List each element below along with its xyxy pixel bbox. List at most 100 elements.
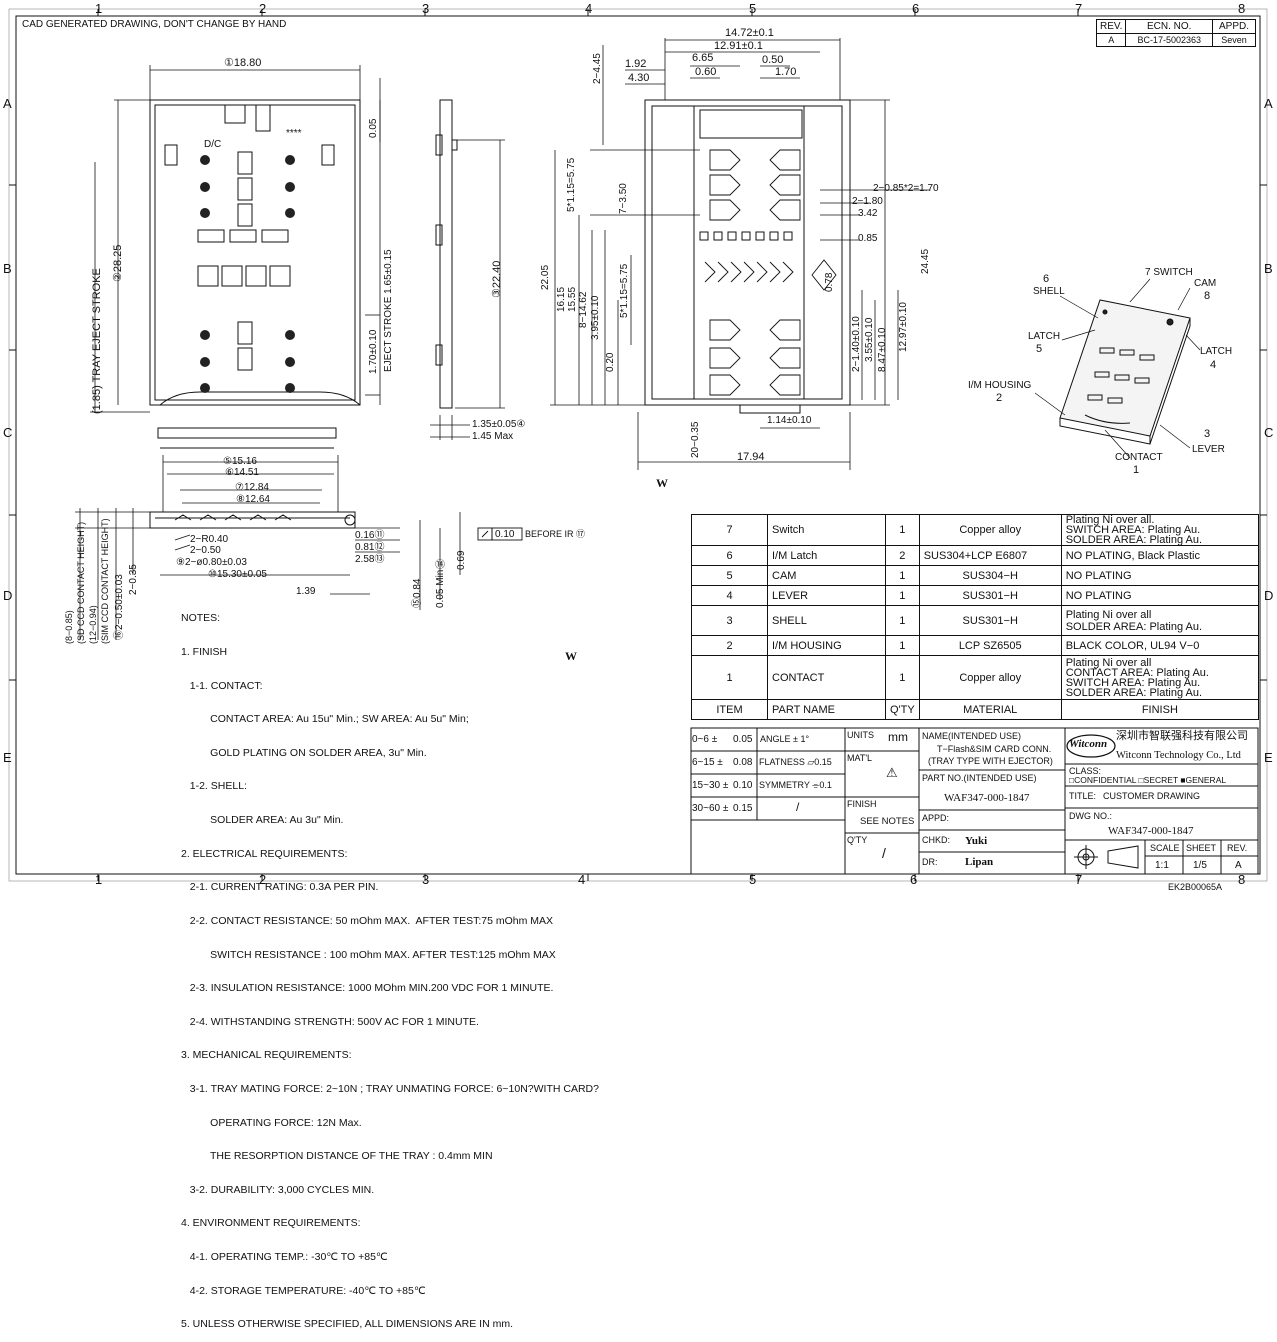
dim-0-81: 0.81⑫ (355, 542, 385, 553)
tol-range-0: 0~6 ± (692, 734, 718, 745)
bom-header-part-name: PART NAME (767, 699, 886, 720)
dim-1-39: 1.39 (296, 586, 316, 597)
note-line: 3. MECHANICAL REQUIREMENTS: (181, 1049, 352, 1062)
iso-num-housing: 2 (996, 392, 1003, 404)
dim-0-16: 0.16⑪ (355, 530, 385, 541)
bom-finish-line: Plating Ni over all (1065, 656, 1152, 669)
units-value: mm (888, 730, 908, 744)
grid-col-4-bottom: 4 (578, 872, 586, 887)
iso-label-housing: I/M HOUSING (968, 380, 1032, 391)
drawing-frame (8, 8, 1268, 882)
note-line: SOLDER AREA: Au 3u" Min. (181, 814, 344, 827)
tol-value-0: 0.05 (733, 734, 753, 745)
bom-header-qty: Q'TY (885, 699, 920, 720)
bom-finish-line: SOLDER AREA: Plating Au. (1065, 620, 1203, 633)
bom-part-name: I/M HOUSING (767, 635, 886, 656)
dwg-value: WAF347-000-1847 (1108, 825, 1194, 837)
part-value: WAF347-000-1847 (944, 792, 1030, 804)
dim-2-phi-0-80: ⑨2−ø0.80±0.03 (176, 557, 247, 568)
iso-label-contact: CONTACT (1115, 452, 1163, 463)
bom-finish-line: SOLDER AREA: Plating Au. (1065, 686, 1203, 699)
note-line: 4-2. STORAGE TEMPERATURE: -40℃ TO +85℃ (181, 1284, 426, 1297)
dim-1-45: 1.45 Max (472, 431, 514, 442)
bom-finish-line: Plating Ni over all (1065, 608, 1152, 621)
note-line: 1-2. SHELL: (181, 780, 247, 793)
dim-2-0-85: 2−0.85*2=1.70 (873, 183, 939, 194)
note-line: 2-3. INSULATION RESISTANCE: 1000 MOhm MI… (181, 982, 554, 995)
title-block-grid (690, 727, 1259, 875)
tol-value-1: 0.08 (733, 757, 753, 768)
grid-col-7: 7 (1075, 1, 1083, 16)
grid-col-1: 1 (95, 1, 103, 16)
tol-range-2: 15~30 ± (692, 780, 729, 791)
dr-label: DR: (922, 857, 938, 867)
scale-value: 1:1 (1155, 860, 1169, 871)
watermark-w-1: W (656, 476, 668, 490)
grid-col-6-bottom: 6 (910, 872, 918, 887)
view-bottom (550, 38, 930, 470)
dim-12-64: ⑧12.64 (236, 494, 270, 505)
tol-geo-2: SYMMETRY ⌯0.1 (759, 780, 832, 790)
dim-1-35: 1.35±0.05④ (472, 419, 526, 430)
cad-note: CAD GENERATED DRAWING, DON'T CHANGE BY H… (22, 19, 287, 30)
finish-value: SEE NOTES (860, 816, 915, 827)
bom-qty: 1 (885, 655, 920, 700)
bom-table: 7 Switch 1 Copper alloy Plating Ni over … (691, 514, 1260, 720)
chkd-value: Yuki (965, 835, 988, 847)
title-label: TITLE: (1069, 791, 1097, 801)
grid-row-a-right: A (1264, 96, 1273, 111)
part-label: PART NO.(INTENDED USE) (922, 773, 1037, 783)
grid-col-5: 5 (749, 1, 757, 16)
note-line: NOTES: (181, 612, 221, 625)
title-value: CUSTOMER DRAWING (1103, 791, 1201, 801)
bom-item: 1 (691, 655, 768, 700)
iso-label-latch-left: LATCH (1028, 331, 1061, 342)
grid-col-2-bottom: 2 (259, 872, 267, 887)
warning-icon: ⚠ (886, 765, 898, 780)
note-line: THE RESORPTION DISTANCE OF THE TRAY : 0.… (181, 1150, 493, 1163)
note-line: 2-4. WITHSTANDING STRENGTH: 500V AC FOR … (181, 1015, 479, 1028)
grid-col-3: 3 (422, 1, 430, 16)
grid-col-1-bottom: 1 (95, 872, 103, 887)
bom-finish-line: NO PLATING, Black Plastic (1060, 545, 1260, 566)
dwg-label: DWG NO.: (1069, 811, 1112, 821)
grid-row-b: B (3, 261, 12, 276)
note-line: 3-1. TRAY MATING FORCE: 2~10N ; TRAY UNM… (181, 1082, 599, 1095)
bom-item: 3 (691, 605, 768, 636)
name-value-1: T−Flash&SIM CARD CONN. (937, 744, 1052, 754)
dim-circle-14: ⑭ (435, 560, 445, 571)
iso-num-shell: 6 (1043, 273, 1050, 285)
dim-15-16: ⑤15.16 (223, 456, 257, 467)
bom-row: 1 CONTACT 1 Copper alloy Plating Ni over… (691, 655, 1260, 700)
bom-part-name: CONTACT (767, 655, 886, 700)
note-line: GOLD PLATING ON SOLDER AREA, 3u" Min. (181, 746, 427, 759)
dr-value: Lipan (965, 856, 994, 868)
dim-14-72: 14.72±0.1 (725, 27, 774, 39)
note-line: 2-1. CURRENT RATING: 0.3A PER PIN. (181, 881, 379, 894)
dim-18-80: ①18.80 (224, 57, 262, 69)
dim-17-94: 17.94 (737, 451, 765, 463)
bom-finish-line: BLACK COLOR, UL94 V−0 (1060, 635, 1260, 656)
bom-finish-line: SWITCH AREA: Plating Au. (1065, 524, 1201, 536)
bom-part-name: SHELL (767, 605, 886, 636)
grid-col-3-bottom: 3 (422, 872, 430, 887)
iso-num-latch-right: 4 (1210, 359, 1217, 371)
qty-value: / (882, 845, 886, 861)
iso-num-lever: 3 (1204, 428, 1211, 440)
note-line: 5. UNLESS OTHERWISE SPECIFIED, ALL DIMEN… (181, 1318, 513, 1331)
dim-0-50: 0.50 (762, 54, 784, 66)
note-line: OPERATING FORCE: 12N Max. (181, 1116, 362, 1129)
flatness-0-10: 0.10 (495, 529, 515, 540)
tol-value-2: 0.10 (733, 780, 753, 791)
bom-material: Copper alloy (918, 514, 1062, 546)
note-line: 1-1. CONTACT: (181, 679, 263, 692)
watermark-w-2: W (565, 649, 577, 663)
iso-label-shell: SHELL (1033, 286, 1065, 297)
note-line: 4-1. OPERATING TEMP.: -30℃ TO +85℃ (181, 1250, 388, 1263)
note-line: 4. ENVIRONMENT REQUIREMENTS: (181, 1217, 361, 1230)
grid-col-2: 2 (259, 1, 267, 16)
note-line: 2. ELECTRICAL REQUIREMENTS: (181, 847, 348, 860)
class-options: □CONFIDENTIAL □SECRET ■GENERAL (1069, 775, 1227, 785)
bom-finish-line: Plating Ni over all. (1065, 514, 1155, 526)
